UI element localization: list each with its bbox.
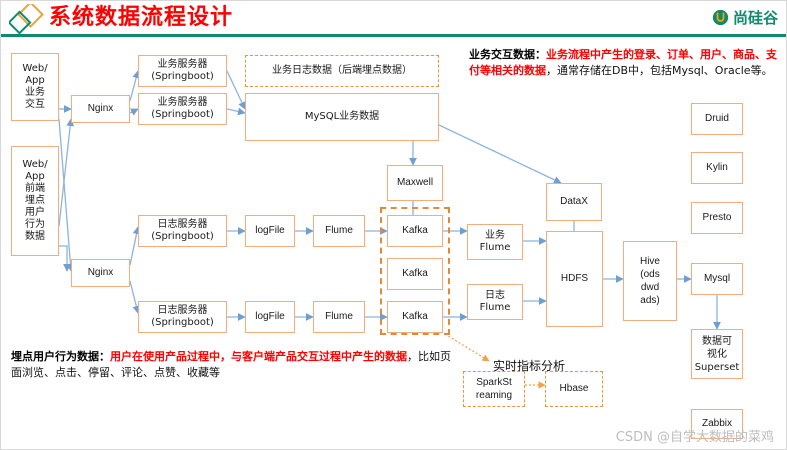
node-label: 数据可 视化 Superset	[694, 335, 740, 373]
business-note-highlight: 业务流程中产生的登录、订单、用户、商品、支付等相关的数据	[469, 48, 777, 77]
node-business-log-data[interactable]: 业务日志数据（后端埋点数据）	[245, 55, 439, 87]
node-presto[interactable]: Presto	[691, 202, 743, 234]
node-label: logFile	[255, 225, 285, 236]
node-nginx-bottom[interactable]: Nginx	[71, 259, 130, 287]
business-data-note: 业务交互数据：业务流程中产生的登录、订单、用户、商品、支付等相关的数据，通常存储…	[469, 47, 781, 79]
node-label: Flume	[325, 311, 353, 322]
node-logfile-2[interactable]: logFile	[245, 301, 295, 333]
node-label: Mysql	[703, 273, 731, 284]
tracking-note-highlight: 用户在使用产品过程中，与客户端产品交互过程中产生的数据	[110, 350, 407, 363]
node-label: Kafka	[402, 268, 428, 279]
node-label: 日志服务器 (Springboot)	[151, 219, 214, 242]
brand-logo: 尚硅谷	[712, 7, 778, 28]
node-mysql-business-data[interactable]: MySQL业务数据	[245, 93, 439, 141]
node-sparkstreaming[interactable]: SparkSt reaming	[463, 371, 525, 407]
node-label: 业务日志数据（后端埋点数据）	[272, 65, 412, 76]
node-label: Web/ App 前端 埋点 用户 行为 数据	[22, 159, 48, 242]
slide-header: 系统数据流程设计 尚硅谷	[1, 1, 786, 41]
node-zabbix[interactable]: Zabbix	[691, 409, 743, 439]
tracking-note-lead: 埋点用户行为数据：	[11, 350, 110, 363]
node-log-server-1[interactable]: 日志服务器 (Springboot)	[138, 215, 227, 247]
tracking-note-tail: ，比如页面浏览、点击、停留、评论、点赞、收藏等	[11, 350, 451, 379]
brand-name: 尚硅谷	[732, 9, 778, 27]
node-log-flume[interactable]: 日志 Flume	[467, 284, 523, 320]
diamond-pair-icon	[9, 4, 44, 34]
node-web-app-business[interactable]: Web/ App 业务 交互	[11, 53, 59, 121]
node-label: Kafka	[402, 225, 428, 236]
node-label: 业务服务器 (Springboot)	[151, 97, 214, 120]
node-label: Hive (ods dwd ads)	[639, 256, 660, 306]
node-label: 业务 Flume	[479, 230, 511, 253]
node-label: Nginx	[87, 267, 114, 278]
realtime-analysis-label: 实时指标分析	[493, 359, 566, 373]
node-label: HDFS	[560, 273, 589, 284]
node-label: DataX	[560, 196, 588, 207]
diagram-canvas: Web/ App 业务 交互 Web/ App 前端 埋点 用户 行为 数据 N…	[1, 41, 786, 449]
node-business-server-1[interactable]: 业务服务器 (Springboot)	[138, 55, 227, 87]
node-label: 日志 Flume	[479, 290, 511, 313]
node-label: 日志服务器 (Springboot)	[151, 305, 214, 328]
node-label: SparkSt reaming	[475, 377, 513, 401]
node-hdfs[interactable]: HDFS	[546, 231, 603, 327]
business-note-tail: ，通常存储在DB中，包括Mysql、Oracle等。	[546, 64, 773, 77]
node-log-server-2[interactable]: 日志服务器 (Springboot)	[138, 301, 227, 333]
node-kylin[interactable]: Kylin	[691, 152, 743, 184]
node-mysql-output[interactable]: Mysql	[691, 263, 743, 295]
page-title: 系统数据流程设计	[49, 5, 234, 30]
node-label: Hbase	[559, 383, 589, 394]
node-label: 业务服务器 (Springboot)	[151, 59, 214, 82]
node-label: Maxwell	[396, 177, 434, 188]
node-hive[interactable]: Hive (ods dwd ads)	[623, 241, 677, 321]
node-label: Zabbix	[701, 418, 732, 429]
node-kafka-2[interactable]: Kafka	[387, 258, 443, 290]
node-label: Web/ App 业务 交互	[22, 63, 48, 110]
node-flume-2[interactable]: Flume	[313, 301, 365, 333]
node-label: Flume	[325, 225, 353, 236]
node-druid[interactable]: Druid	[691, 103, 743, 135]
node-label: Kylin	[706, 162, 728, 173]
node-label: Presto	[702, 212, 732, 223]
node-label: Druid	[705, 113, 729, 124]
u-circle-logo-icon	[712, 9, 729, 26]
node-flume-1[interactable]: Flume	[313, 215, 365, 247]
node-maxwell[interactable]: Maxwell	[387, 165, 443, 201]
node-label: logFile	[255, 311, 285, 322]
node-nginx-top[interactable]: Nginx	[71, 95, 130, 123]
node-label: Kafka	[402, 311, 428, 322]
node-label: MySQL业务数据	[304, 111, 380, 122]
node-superset[interactable]: 数据可 视化 Superset	[691, 329, 743, 379]
node-business-server-2[interactable]: 业务服务器 (Springboot)	[138, 93, 227, 125]
watermark: CSDN @自学大数据的菜鸡	[615, 430, 774, 445]
node-hbase[interactable]: Hbase	[545, 371, 603, 407]
node-business-flume[interactable]: 业务 Flume	[467, 224, 523, 260]
node-kafka-3[interactable]: Kafka	[387, 301, 443, 333]
node-kafka-1[interactable]: Kafka	[387, 215, 443, 247]
header-divider	[1, 34, 786, 37]
node-web-app-frontend[interactable]: Web/ App 前端 埋点 用户 行为 数据	[11, 146, 59, 256]
business-note-lead: 业务交互数据：	[469, 48, 546, 61]
kafka-cluster-group	[380, 207, 450, 335]
tracking-data-note: 埋点用户行为数据：用户在使用产品过程中，与客户端产品交互过程中产生的数据，比如页…	[11, 349, 451, 381]
node-logfile-1[interactable]: logFile	[245, 215, 295, 247]
node-label: Nginx	[87, 103, 114, 114]
node-datax[interactable]: DataX	[546, 183, 602, 221]
